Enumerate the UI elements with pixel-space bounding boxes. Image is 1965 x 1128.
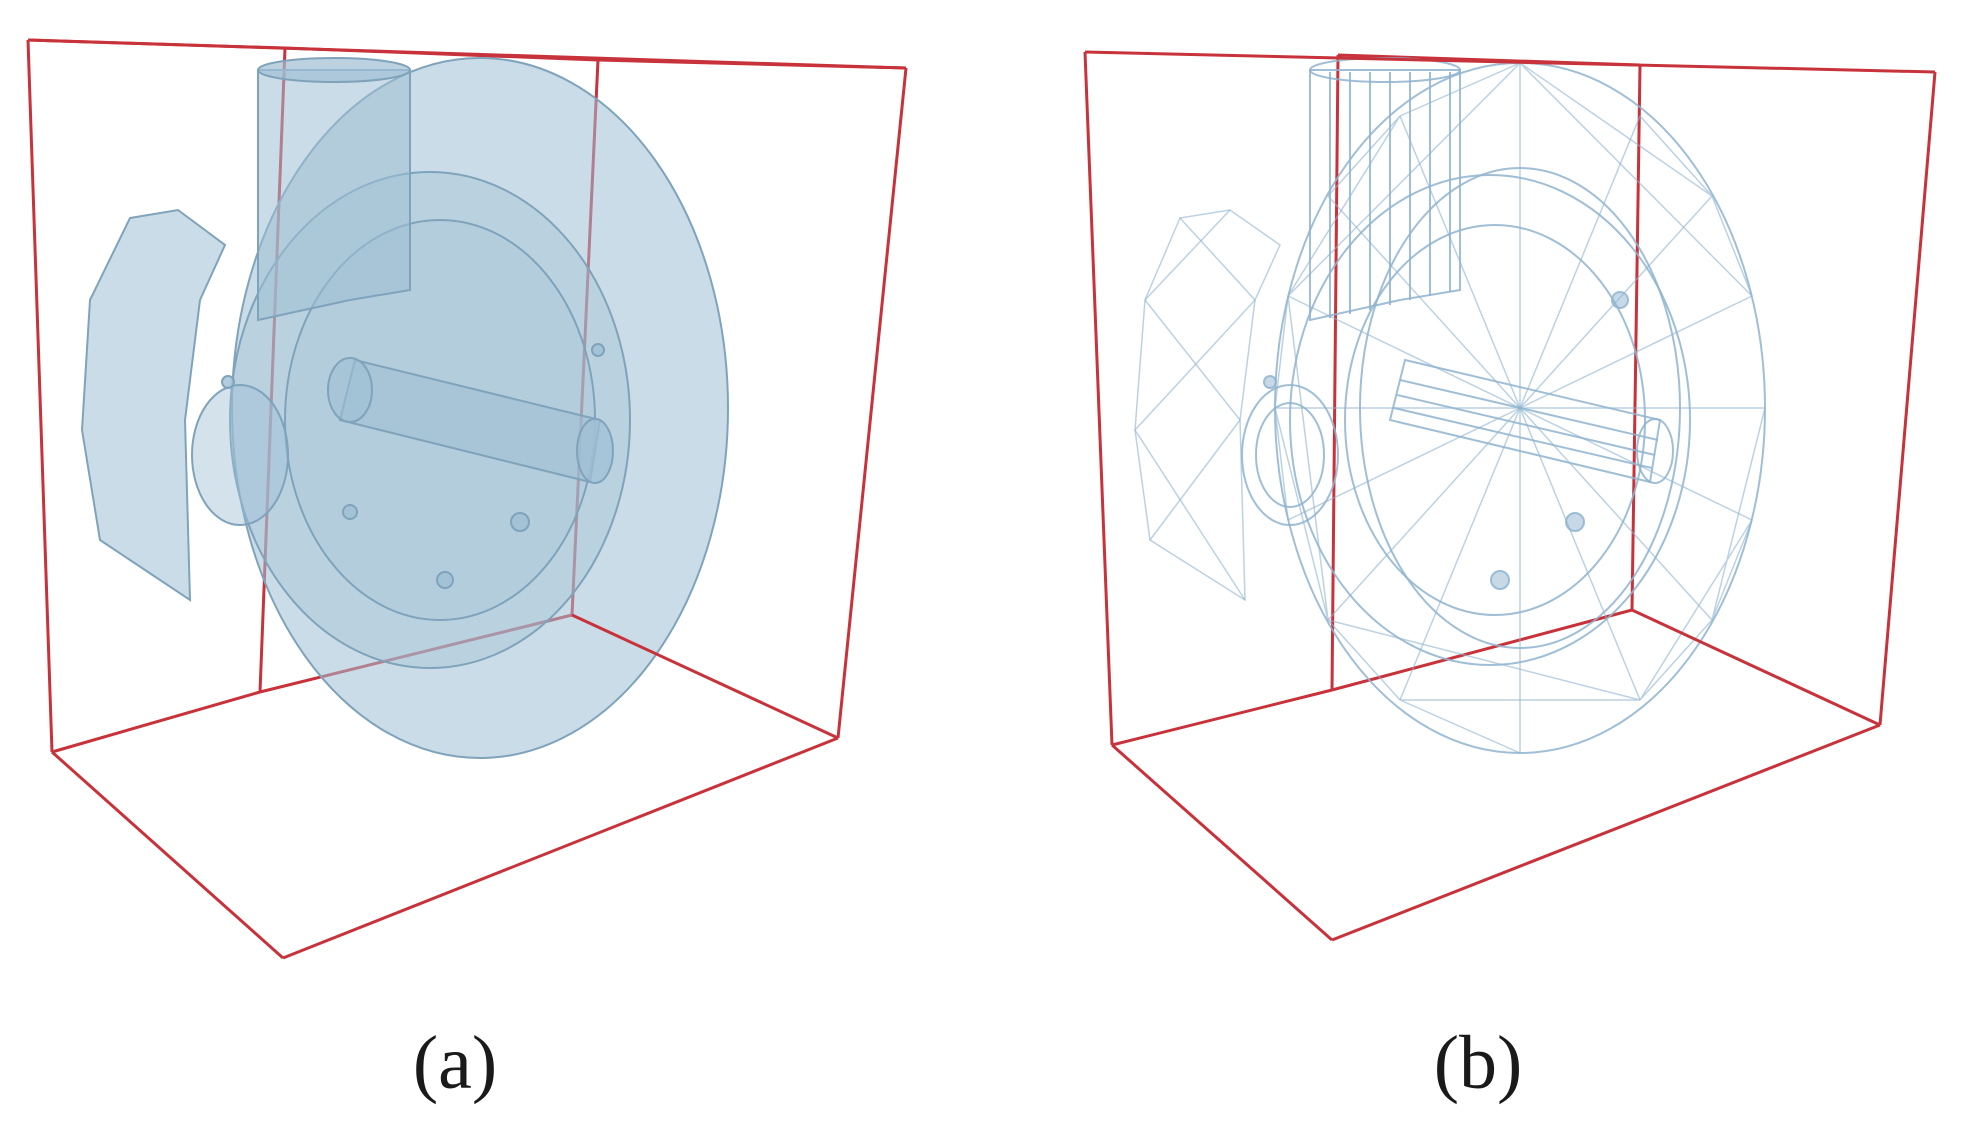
panel-b [1083,50,1937,942]
panel-a-volute-lobe [80,208,227,602]
panel-a-pump-solid [80,57,729,759]
panel-a-vertical-pipe [257,69,411,322]
panel-b-vertical-pipe [1309,57,1461,322]
panel-b-disk-spokes [1274,62,1766,754]
panel-b-elbow-opening [1241,384,1339,526]
panel-a [26,38,908,960]
panel-a-box-front [26,38,908,960]
panel-b-pump-wireframe [1134,57,1766,754]
panel-a-label: (a) [412,1021,498,1105]
panel-b-box-front [1083,50,1937,942]
panel-b-volute-lattice [1134,209,1281,602]
panel-b-label: (b) [1433,1021,1523,1105]
panel-b-shaft [1388,358,1674,484]
panel-b-casing-ring [1289,174,1691,666]
panel-a-elbow-opening [191,384,289,526]
